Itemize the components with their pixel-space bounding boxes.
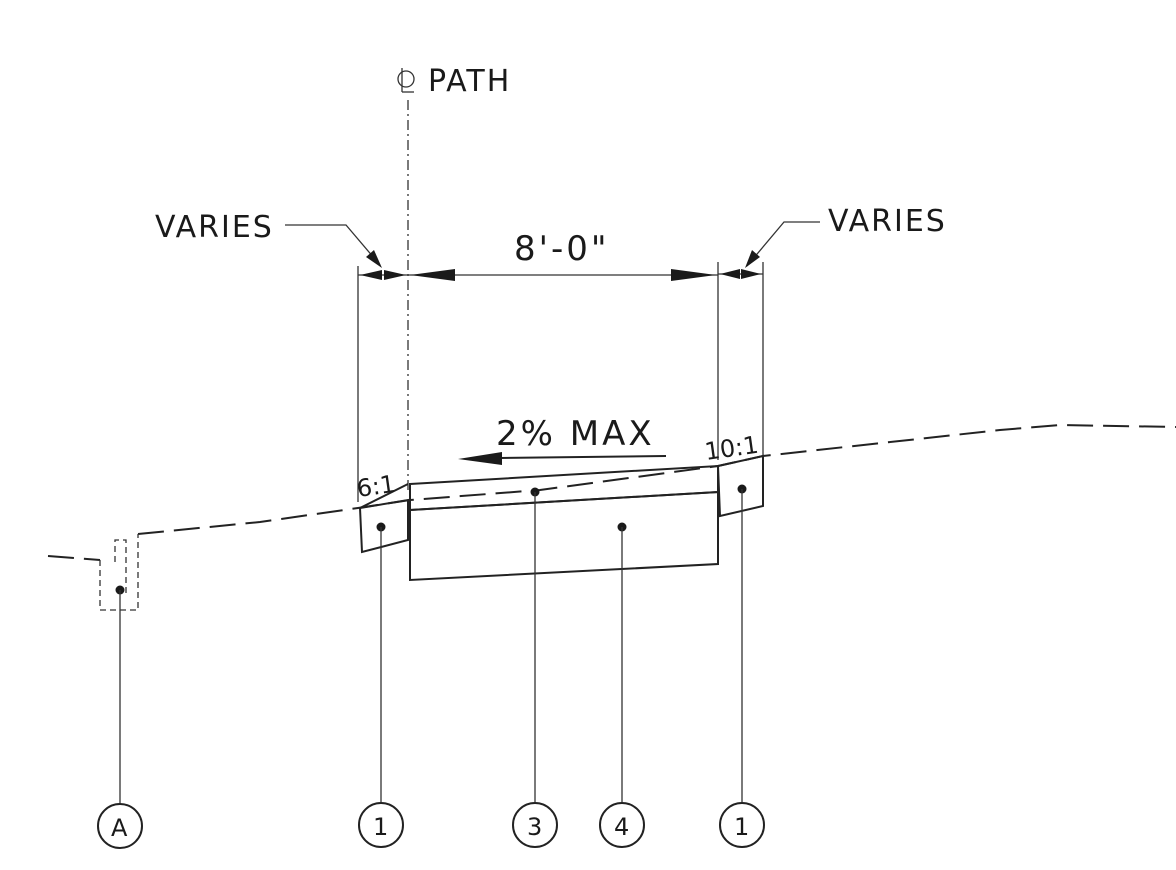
centerline-symbol [397, 68, 415, 93]
dimension-arrow-right [671, 269, 716, 281]
existing-ground-left [47, 555, 101, 561]
callout-A: A [97, 803, 143, 849]
right-varies-arrow-2 [741, 269, 761, 279]
left-varies-arrow-2 [384, 270, 406, 280]
callout-leaders [115, 484, 747, 804]
base-course-layer [409, 490, 719, 582]
svg-text:A: A [111, 814, 128, 842]
left-varies-arrow-1 [360, 270, 382, 280]
right-varies-leader [746, 221, 820, 267]
right-varies-leader-arrow [745, 250, 760, 268]
right-shoulder [716, 454, 764, 518]
cross-slope-label: 2% MAX [496, 414, 655, 454]
svg-text:1: 1 [373, 813, 388, 841]
callout-1-left: 1 [358, 802, 404, 848]
right-side-slope-label: 10:1 [703, 431, 760, 466]
callout-4: 4 [599, 802, 645, 848]
centerline-label: PATH [428, 64, 511, 99]
callout-3: 3 [512, 802, 558, 848]
cross-slope-arrow-line [499, 455, 667, 459]
callout-1-right: 1 [719, 802, 765, 848]
left-varies-leader [285, 224, 381, 266]
path-surface-layer [409, 464, 719, 512]
cross-slope-arrow-head [458, 452, 502, 465]
svg-text:3: 3 [527, 813, 542, 841]
existing-ground-line [137, 423, 1176, 535]
svg-text:4: 4 [614, 813, 629, 841]
left-side-slope-label: 6:1 [355, 470, 397, 503]
right-varies-label: VARIES [828, 204, 947, 239]
left-varies-leader-arrow [366, 250, 382, 268]
right-varies-arrow-1 [720, 269, 740, 279]
svg-text:1: 1 [734, 813, 749, 841]
left-shoulder [358, 498, 409, 554]
left-varies-label: VARIES [155, 210, 274, 245]
path-width-label: 8'-0" [514, 229, 610, 269]
dimension-arrow-left [410, 269, 455, 281]
existing-curb-feature [99, 534, 139, 611]
left-side-slope-line [359, 483, 409, 509]
